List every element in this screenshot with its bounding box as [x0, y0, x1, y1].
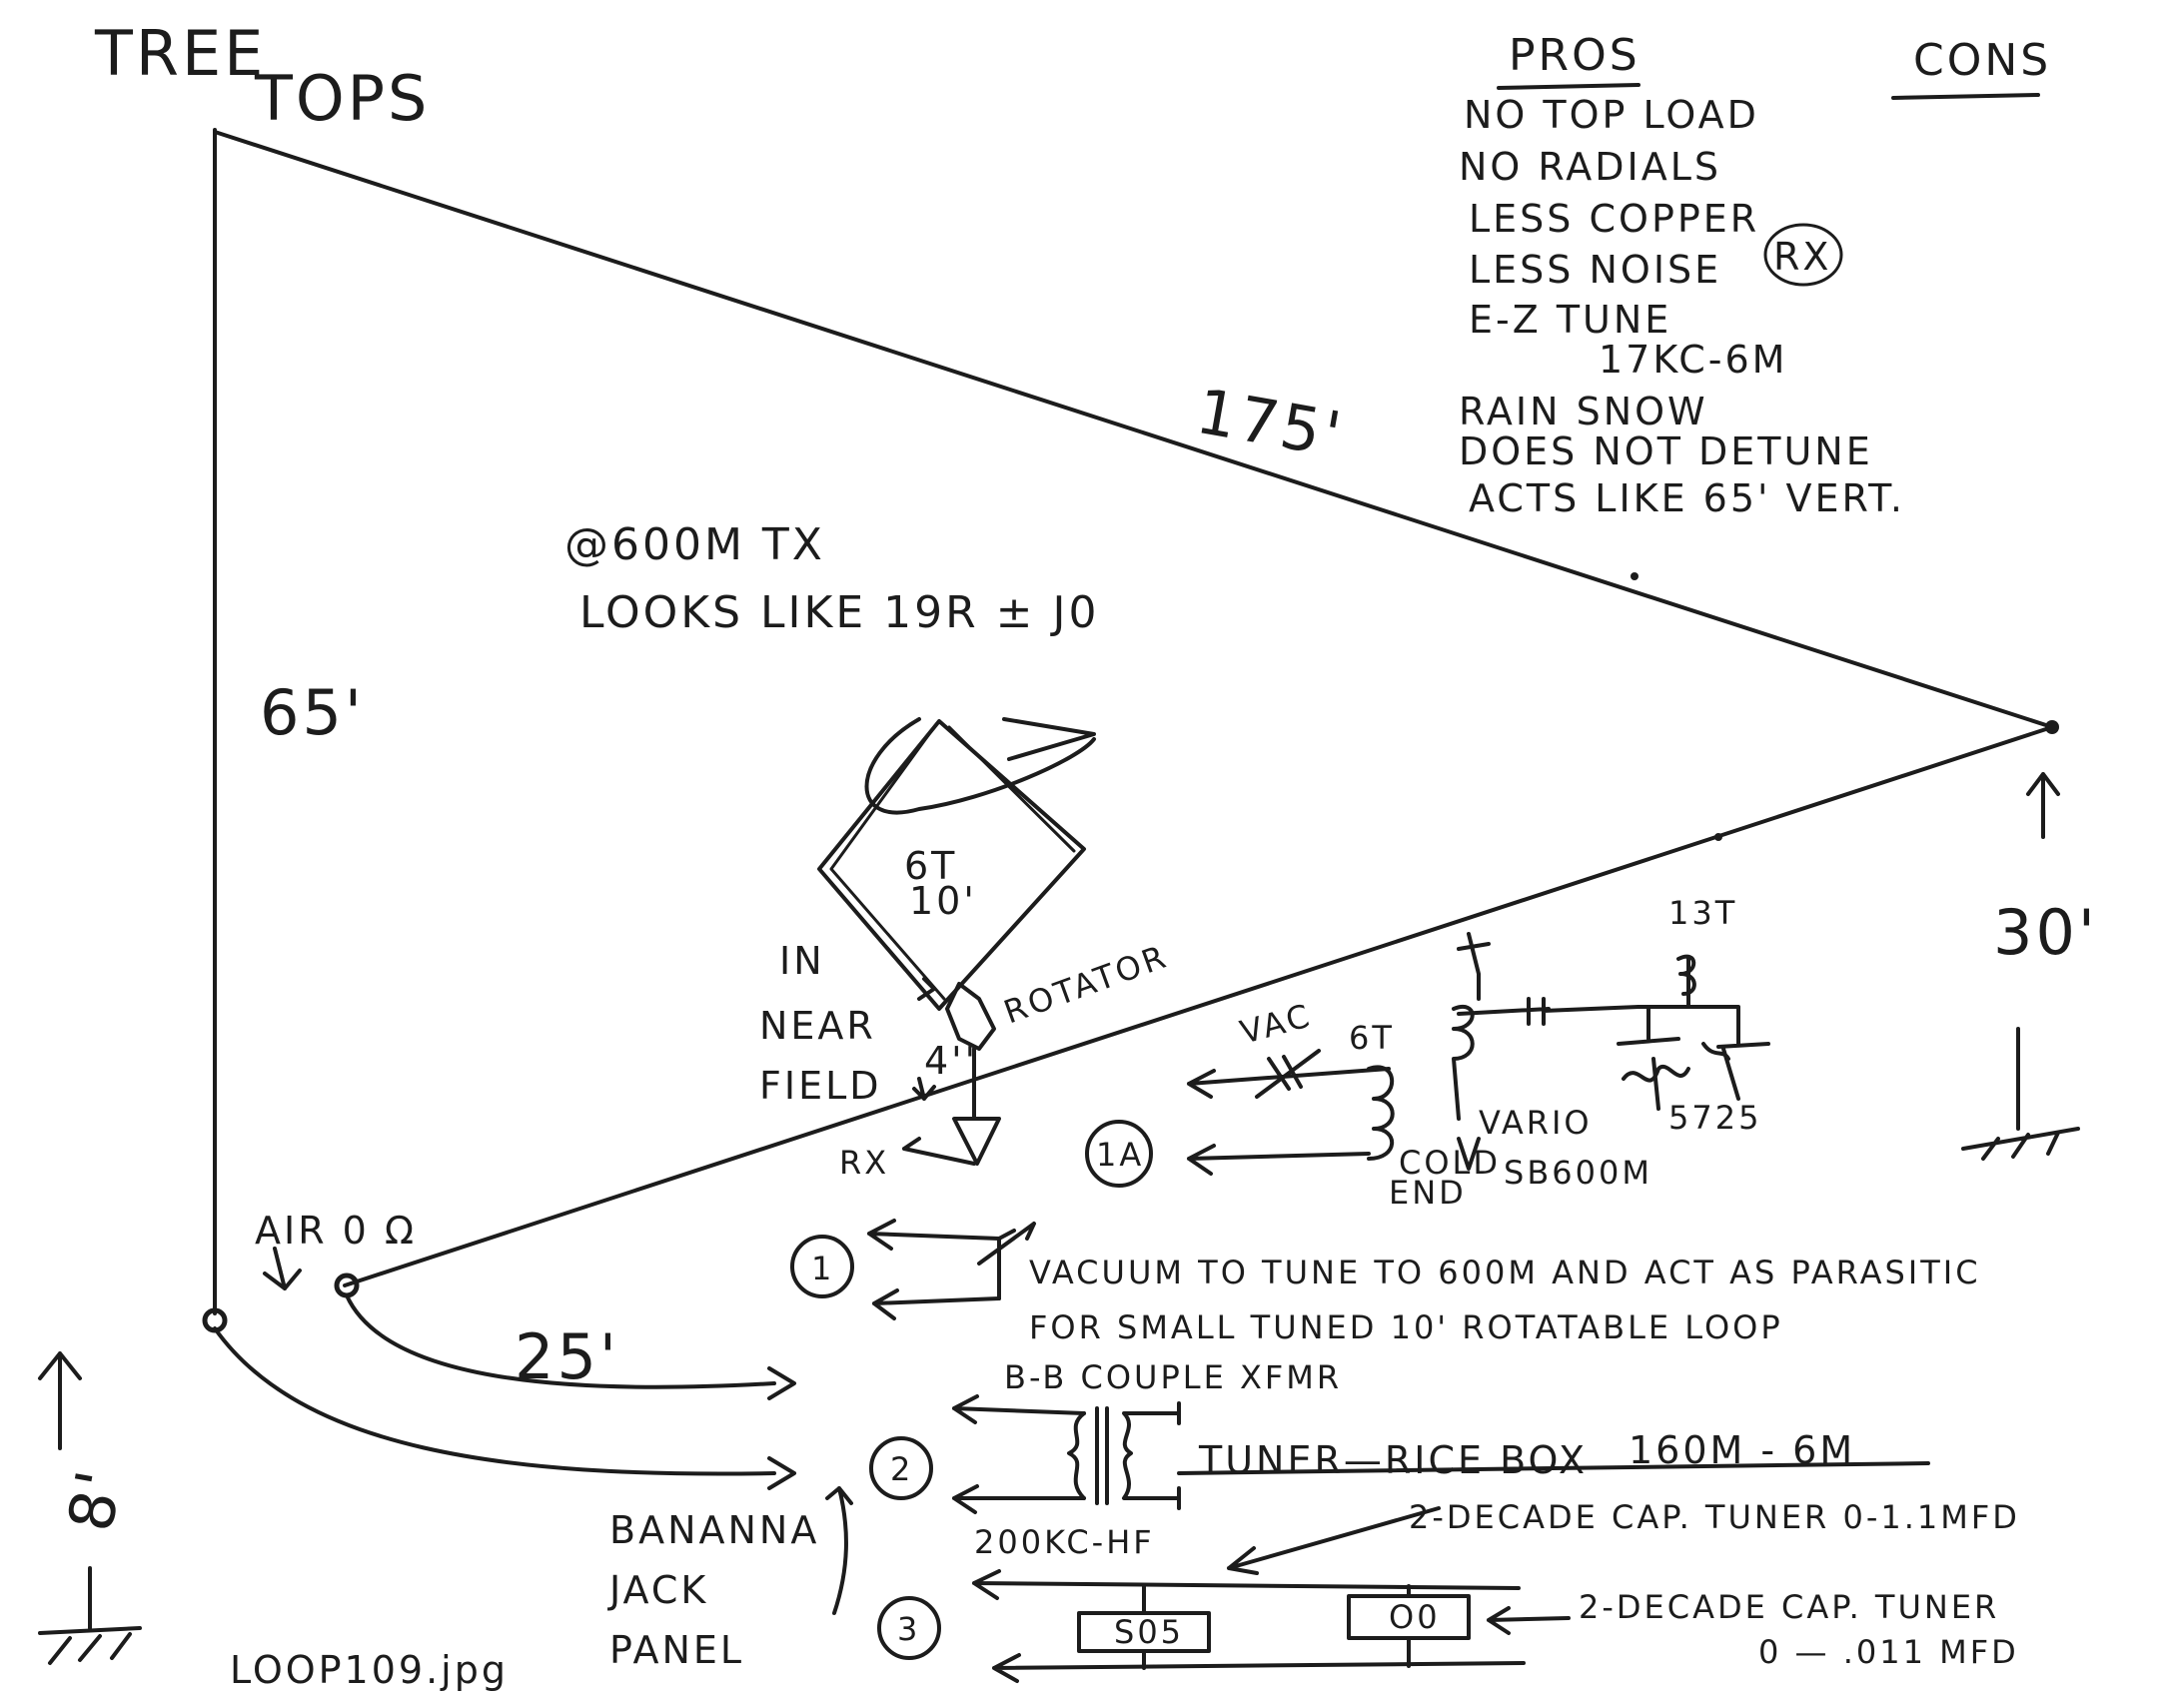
circle-3-label: 3	[897, 1610, 920, 1648]
circle-1	[790, 1235, 854, 1298]
rx-circle	[1763, 223, 1843, 287]
pros-item: E-Z TUNE	[1469, 298, 1671, 342]
xfmr-secondary	[1122, 1411, 1181, 1500]
decade-box-right-label: O0	[1389, 1598, 1441, 1636]
bananna-label: BANANNA	[609, 1508, 819, 1552]
rotator-label: ROTATOR	[999, 937, 1173, 1031]
part-number: 5725	[1668, 1099, 1761, 1137]
note-600m-line2: LOOKS LIKE 19R ± J0	[579, 587, 1099, 638]
xfmr-primary	[1067, 1411, 1086, 1500]
panel-label: PANEL	[609, 1628, 744, 1672]
top-sloping-wire	[213, 130, 2054, 729]
small-loop	[817, 719, 1086, 1011]
coil-13t	[1676, 954, 1696, 1009]
circle-1a-label: 1A	[1096, 1136, 1144, 1174]
near-field-label: FIELD	[759, 1064, 882, 1108]
cons-heading: CONS	[1913, 35, 2051, 86]
length-25: 25'	[515, 1320, 619, 1393]
pros-item: LESS NOISE	[1469, 248, 1721, 292]
small-loop-group	[817, 717, 1096, 1166]
tree-tops-line2: TOPS	[254, 62, 430, 135]
vacuum-note-line1: VACUUM TO TUNE TO 600M AND ACT AS PARASI…	[1029, 1254, 1981, 1291]
filename-label: LOOP109.jpg	[230, 1648, 509, 1692]
pros-item: NO RADIALS	[1459, 145, 1721, 189]
circle-2	[869, 1436, 933, 1500]
far-end-node	[2045, 720, 2059, 734]
vario-label: VARIO	[1479, 1104, 1593, 1142]
near-field-label: IN	[779, 939, 825, 983]
circle-1-label: 1	[811, 1250, 834, 1287]
air-ohm-label: AIR 0 Ω	[255, 1209, 417, 1253]
pros-item: NO TOP LOAD	[1464, 93, 1759, 137]
pros-heading: PROS	[1509, 30, 1640, 81]
circle-2-label: 2	[890, 1450, 913, 1488]
pros-item: LESS COPPER	[1469, 197, 1759, 241]
bottom-sloping-wire	[343, 725, 2054, 1287]
schematic-1a	[1085, 932, 1770, 1188]
near-field-distance: 4''	[924, 1039, 978, 1083]
circle-1a	[1085, 1120, 1153, 1188]
up-arrow-8	[38, 1351, 82, 1450]
pros-item: ACTS LIKE 65' VERT.	[1469, 476, 1905, 520]
cold-end-label: COLD	[1399, 1144, 1501, 1182]
lead-long	[213, 1326, 776, 1476]
antenna-wires	[202, 128, 2059, 1490]
band-range-label: 160M - 6M	[1629, 1428, 1855, 1472]
lead-short	[345, 1293, 776, 1389]
jack-label: JACK	[607, 1568, 708, 1612]
loop-turns: 6T	[904, 844, 957, 888]
coil-13t-label: 13T	[1668, 894, 1737, 932]
rx-triangle	[952, 1117, 1001, 1166]
ground-symbol-right	[1961, 1127, 2080, 1161]
height-30: 30'	[1993, 896, 2098, 969]
ground-symbol-left	[38, 1626, 142, 1665]
vac-label: VAC	[1236, 996, 1316, 1051]
bb-xfmr-label: B-B COUPLE XFMR	[1004, 1358, 1342, 1396]
note-600m-line1: @600M TX	[564, 519, 825, 570]
vacuum-capacitor	[977, 1222, 1036, 1300]
height-markers	[38, 772, 2080, 1665]
tuner-rice-label: TUNER—RICE BOX	[1198, 1438, 1588, 1482]
decade-tuner-2-label: 2-DECADE CAP. TUNER	[1579, 1588, 1999, 1626]
rotator-body	[945, 982, 996, 1051]
decade-tuner-2-range: 0 — .011 MFD	[1758, 1633, 2019, 1671]
vacuum-note-line2: FOR SMALL TUNED 10' ROTATABLE LOOP	[1029, 1308, 1783, 1346]
cold-end-label: END	[1389, 1174, 1467, 1212]
height-8: 8'	[54, 1462, 137, 1536]
rx-circled: RX	[1773, 235, 1831, 279]
pros-item: DOES NOT DETUNE	[1459, 429, 1873, 473]
loop-size: 10'	[909, 879, 977, 923]
rotation-arrow	[864, 717, 1096, 815]
freq-range-label: 200KC-HF	[974, 1523, 1155, 1561]
up-arrow-30	[2026, 772, 2060, 839]
vac-capacitor	[1255, 1049, 1321, 1099]
coil-6t-label: 6T	[1349, 1019, 1395, 1057]
decade-tuner-1-label: 2-DECADE CAP. TUNER 0-1.1MFD	[1409, 1498, 2020, 1536]
vario-part: SB600M	[1504, 1154, 1652, 1192]
coil-6t	[1367, 1065, 1395, 1161]
schematic-2	[869, 1394, 1930, 1575]
pros-item: 17KC-6M	[1599, 338, 1787, 382]
pros-item: RAIN SNOW	[1459, 390, 1708, 433]
schematic-3	[825, 1486, 1571, 1683]
rx-label: RX	[839, 1144, 889, 1182]
length-65: 65'	[260, 676, 365, 749]
handwritten-labels: TREE TOPS PROS CONS NO TOP LOAD NO RADIA…	[54, 17, 2098, 1692]
decade-box-left-label: S05	[1114, 1613, 1184, 1651]
tree-tops-line1: TREE	[94, 17, 266, 90]
schematic-1	[790, 1219, 1036, 1320]
circle-3	[877, 1596, 941, 1660]
near-field-label: NEAR	[759, 1004, 876, 1048]
